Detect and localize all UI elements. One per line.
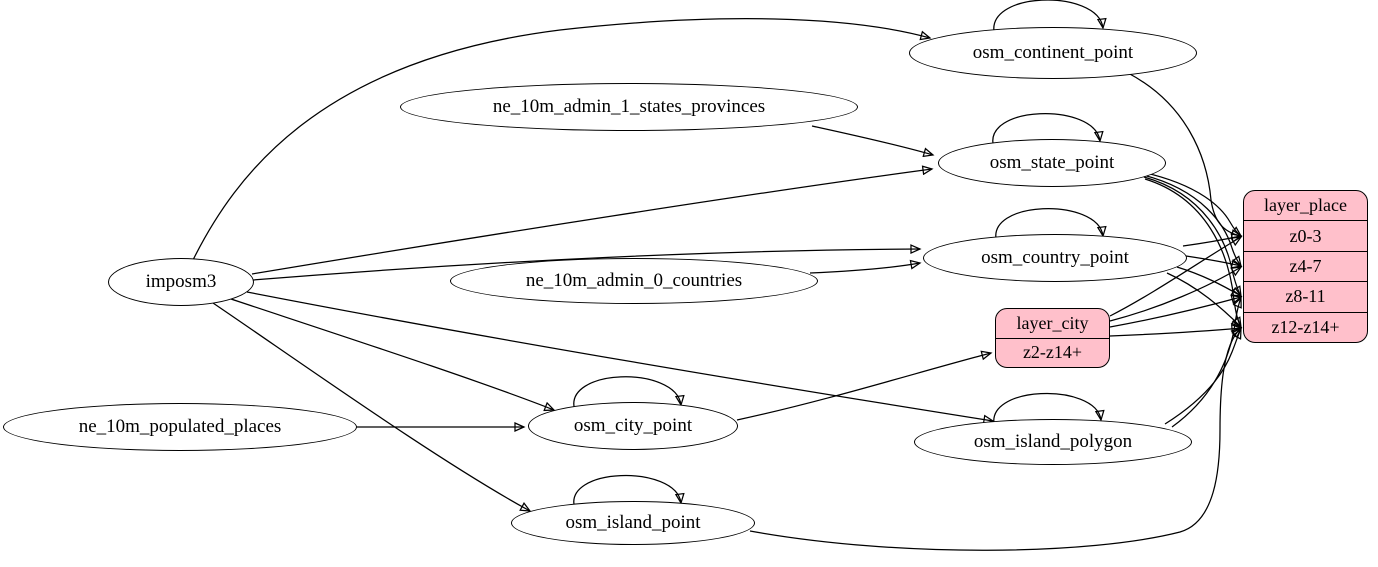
edge-imposm3-to-osm_city_point (227, 297, 556, 412)
node-imposm3: imposm3 (108, 258, 254, 306)
layer-place-title: layer_place (1264, 195, 1347, 216)
node-ne-10m-populated-places: ne_10m_populated_places (3, 403, 357, 451)
layer-city-title: layer_city (1016, 312, 1089, 333)
node-osm-island-point: osm_island_point (511, 501, 755, 545)
node-osm-island-polygon-label: osm_island_polygon (973, 431, 1133, 452)
node-ne-10m-admin-1-states-provinces: ne_10m_admin_1_states_provinces (400, 83, 858, 131)
node-osm-country-point-label: osm_country_point (981, 247, 1129, 268)
node-osm-city-point: osm_city_point (528, 402, 738, 450)
self-loop-osm_state_point (992, 113, 1104, 149)
self-loop-osm_city_point (573, 376, 685, 412)
edge-osm_state_point-to-layer_place-z0-3 (1141, 171, 1243, 237)
edge-osm_island_polygon-to-layer_place-z12-z14 (1164, 327, 1242, 425)
edge-layer_city-to-layer_place-z8-11 (1109, 294, 1243, 328)
edge-imposm3-to-osm_state_point (251, 165, 934, 275)
node-osm-continent-point-label: osm_continent_point (972, 42, 1134, 63)
self-loop-osm_island_polygon (993, 392, 1105, 429)
node-layer-city: layer_city z2-z14+ (995, 308, 1110, 368)
self-loop-osm_continent_point (993, 0, 1107, 37)
layer-place-row-z0-3: z0-3 (1244, 220, 1367, 250)
node-imposm3-label: imposm3 (145, 271, 217, 292)
edge-imposm3-to-osm_island_polygon (246, 291, 995, 425)
edge-imposm3-to-osm_island_point (212, 302, 532, 512)
node-osm-city-point-label: osm_city_point (573, 415, 693, 436)
edge-osm_country_point-to-layer_place-z0-3 (1182, 233, 1243, 247)
edge-layer_city-to-layer_place-z12-z14 (1109, 323, 1243, 337)
edge-ne_10m_admin_0_countries-to-osm_country_point (809, 259, 922, 274)
node-ne-10m-populated-places-label: ne_10m_populated_places (78, 416, 282, 437)
node-osm-state-point-label: osm_state_point (989, 152, 1115, 173)
node-osm-country-point: osm_country_point (923, 234, 1187, 282)
node-osm-state-point: osm_state_point (938, 139, 1166, 187)
edge-imposm3-to-osm_continent_point (191, 18, 932, 263)
edge-osm_island_point-to-layer_place-z12-z14 (749, 326, 1243, 551)
edge-ne_10m_admin_1_states_provinces-to-osm_state_point (811, 125, 935, 158)
self-loop-osm_country_point (995, 208, 1107, 244)
node-layer-place: layer_place z0-3 z4-7 z8-11 z12-z14+ (1243, 190, 1368, 343)
node-ne-10m-admin-0-countries-label: ne_10m_admin_0_countries (525, 270, 743, 291)
edge-osm_state_point-to-layer_place-z8-11 (1143, 176, 1242, 298)
self-loop-osm_island_point (573, 474, 685, 510)
layer-place-row-z4-7: z4-7 (1244, 250, 1367, 281)
edge-layer_city-to-layer_place-z4-7 (1109, 266, 1243, 322)
node-osm-island-polygon: osm_island_polygon (914, 419, 1192, 465)
layer-city-row-z2-z14: z2-z14+ (996, 337, 1109, 368)
node-ne-10m-admin-1-states-provinces-label: ne_10m_admin_1_states_provinces (492, 96, 766, 117)
node-osm-island-point-label: osm_island_point (565, 512, 701, 533)
edge-layer_city-to-layer_place-z0-3 (1109, 236, 1243, 317)
edge-osm_city_point-to-layer_city-z2-z14 (736, 350, 993, 421)
edge-osm_country_point-to-layer_place-z4-7 (1185, 255, 1243, 269)
edge-osm_country_point-to-layer_place-z8-11 (1176, 266, 1243, 297)
layer-place-row-z12-z14: z12-z14+ (1244, 311, 1367, 342)
layer-place-row-z8-11: z8-11 (1244, 281, 1367, 311)
node-osm-continent-point: osm_continent_point (909, 27, 1197, 79)
node-ne-10m-admin-0-countries: ne_10m_admin_0_countries (450, 258, 818, 304)
